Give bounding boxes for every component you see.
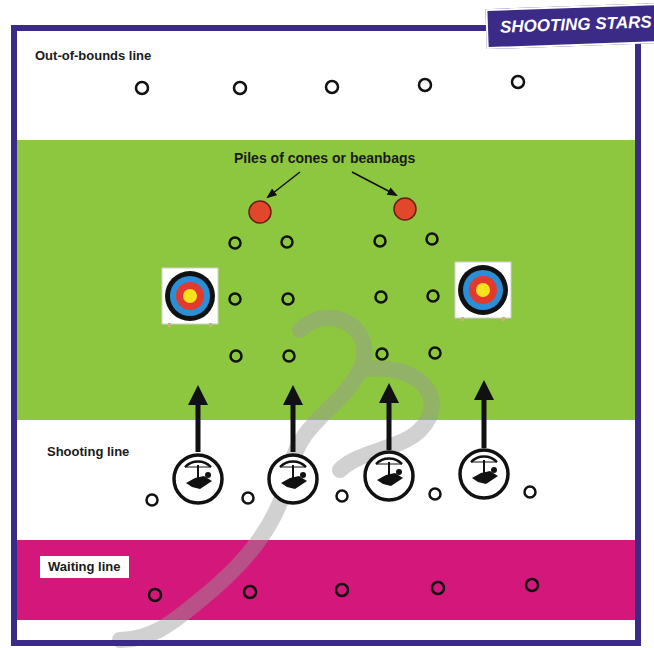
cone — [326, 81, 338, 93]
cone — [283, 294, 294, 305]
band-label: Waiting line — [48, 559, 121, 574]
frame — [14, 28, 638, 643]
boundary-band: Out-of-bounds line — [17, 34, 277, 74]
cone — [147, 495, 158, 506]
cone — [244, 586, 256, 598]
cone — [376, 292, 387, 303]
archer-icon — [269, 455, 317, 503]
cone — [282, 237, 293, 248]
archer-icon — [174, 455, 222, 503]
archery-target — [455, 262, 511, 321]
shooting-band — [17, 420, 635, 540]
cone — [377, 349, 388, 360]
cone — [337, 491, 348, 502]
callout-label: Piles of cones or beanbags — [234, 150, 415, 166]
cone — [512, 76, 524, 88]
cone — [419, 79, 431, 91]
cone — [136, 82, 148, 94]
cone — [375, 236, 386, 247]
cone — [526, 579, 538, 591]
cone — [432, 582, 444, 594]
shooting-band: Shooting line — [17, 428, 147, 464]
waiting-line-box: Waiting line — [40, 556, 129, 578]
cone — [230, 294, 241, 305]
archery-target — [162, 268, 218, 327]
direction-arrow — [196, 395, 201, 452]
band-label: Out-of-bounds line — [35, 48, 277, 63]
direction-arrow — [291, 395, 296, 452]
watermark — [120, 318, 432, 640]
cone-pile — [249, 201, 271, 223]
cone — [230, 238, 241, 249]
cone — [234, 82, 246, 94]
shooting-arrows — [198, 390, 484, 452]
waiting-band — [17, 540, 635, 620]
cone-pile — [394, 198, 416, 220]
cone — [336, 584, 348, 596]
cone — [430, 489, 441, 500]
archer-icon — [460, 450, 508, 498]
cone — [430, 348, 441, 359]
cone — [231, 351, 242, 362]
direction-arrow — [387, 393, 392, 450]
band-label: Shooting line — [47, 444, 147, 459]
cone — [284, 351, 295, 362]
cone — [427, 234, 438, 245]
direction-arrow — [482, 390, 487, 448]
leader-arrow — [268, 172, 300, 197]
archer-icon — [365, 452, 413, 500]
field-band — [17, 140, 635, 420]
title-tag: SHOOTING STARS — [485, 3, 654, 49]
cone — [243, 493, 254, 504]
cone — [525, 487, 536, 498]
cone — [428, 291, 439, 302]
leader-arrow — [352, 172, 396, 195]
cone-rows — [136, 76, 538, 601]
cone — [149, 589, 161, 601]
